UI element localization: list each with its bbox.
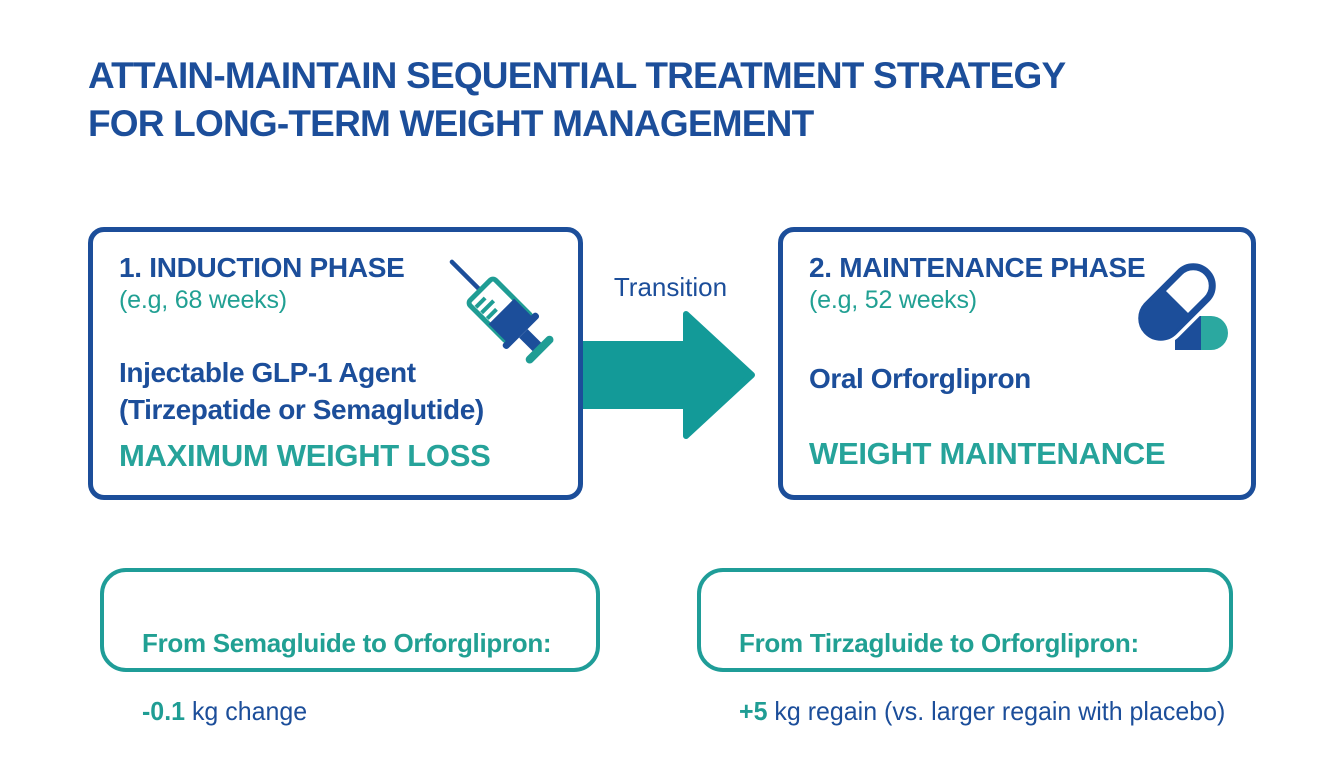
semaglutide-result-line: -0.1 kg change (142, 695, 535, 728)
semaglutide-result-box: From Semagluide to Orforglipron: -0.1 kg… (100, 568, 600, 726)
induction-phase-box: 1. INDUCTION PHASE (e.g, 68 weeks) (88, 227, 583, 500)
induction-outcome: MAXIMUM WEIGHT LOSS (119, 438, 491, 473)
semaglutide-result-detail: kg change (185, 696, 308, 726)
tirzepatide-result-heading: From Tirzagluide to Orforglipron: (739, 628, 1139, 658)
induction-agent-line1: Injectable GLP-1 Agent (119, 357, 416, 388)
pill-icon (1129, 258, 1231, 354)
transition-label: Transition (613, 272, 728, 302)
tirzepatide-result-detail: kg regain (vs. larger regain with placeb… (767, 696, 1226, 726)
maintenance-agent: Oral Orforglipron (809, 363, 1031, 394)
page-title-line2: FOR LONG-TERM WEIGHT MANAGEMENT (88, 103, 814, 144)
induction-agent-line2: (Tirzepatide or Semaglutide) (119, 394, 484, 425)
induction-phase-duration: (e.g, 68 weeks) (119, 286, 287, 314)
maintenance-phase-heading: 2. MAINTENANCE PHASE (809, 252, 1146, 283)
tirzepatide-result-line: +5 kg regain (vs. larger regain with pla… (739, 695, 1225, 728)
maintenance-phase-duration: (e.g, 52 weeks) (809, 286, 977, 314)
tirzepatide-result-box: From Tirzagluide to Orforglipron: +5 kg … (697, 568, 1233, 726)
maintenance-phase-box: 2. MAINTENANCE PHASE (e.g, 52 weeks) Ora… (778, 227, 1256, 500)
page-title-line1: ATTAIN-MAINTAIN SEQUENTIAL TREATMENT STR… (88, 55, 1066, 96)
syringe-icon (440, 248, 560, 373)
semaglutide-result-value: -0.1 (142, 696, 186, 726)
maintenance-outcome: WEIGHT MAINTENANCE (809, 436, 1166, 471)
induction-agent-text: Injectable GLP-1 Agent (Tirzepatide or S… (119, 354, 484, 428)
semaglutide-result-heading: From Semagluide to Orforglipron: (142, 628, 552, 658)
tirzepatide-result-value: +5 (739, 696, 768, 726)
induction-phase-heading: 1. INDUCTION PHASE (119, 252, 405, 283)
transition-arrow-icon (580, 305, 759, 445)
page-title: ATTAIN-MAINTAIN SEQUENTIAL TREATMENT STR… (88, 52, 1066, 148)
